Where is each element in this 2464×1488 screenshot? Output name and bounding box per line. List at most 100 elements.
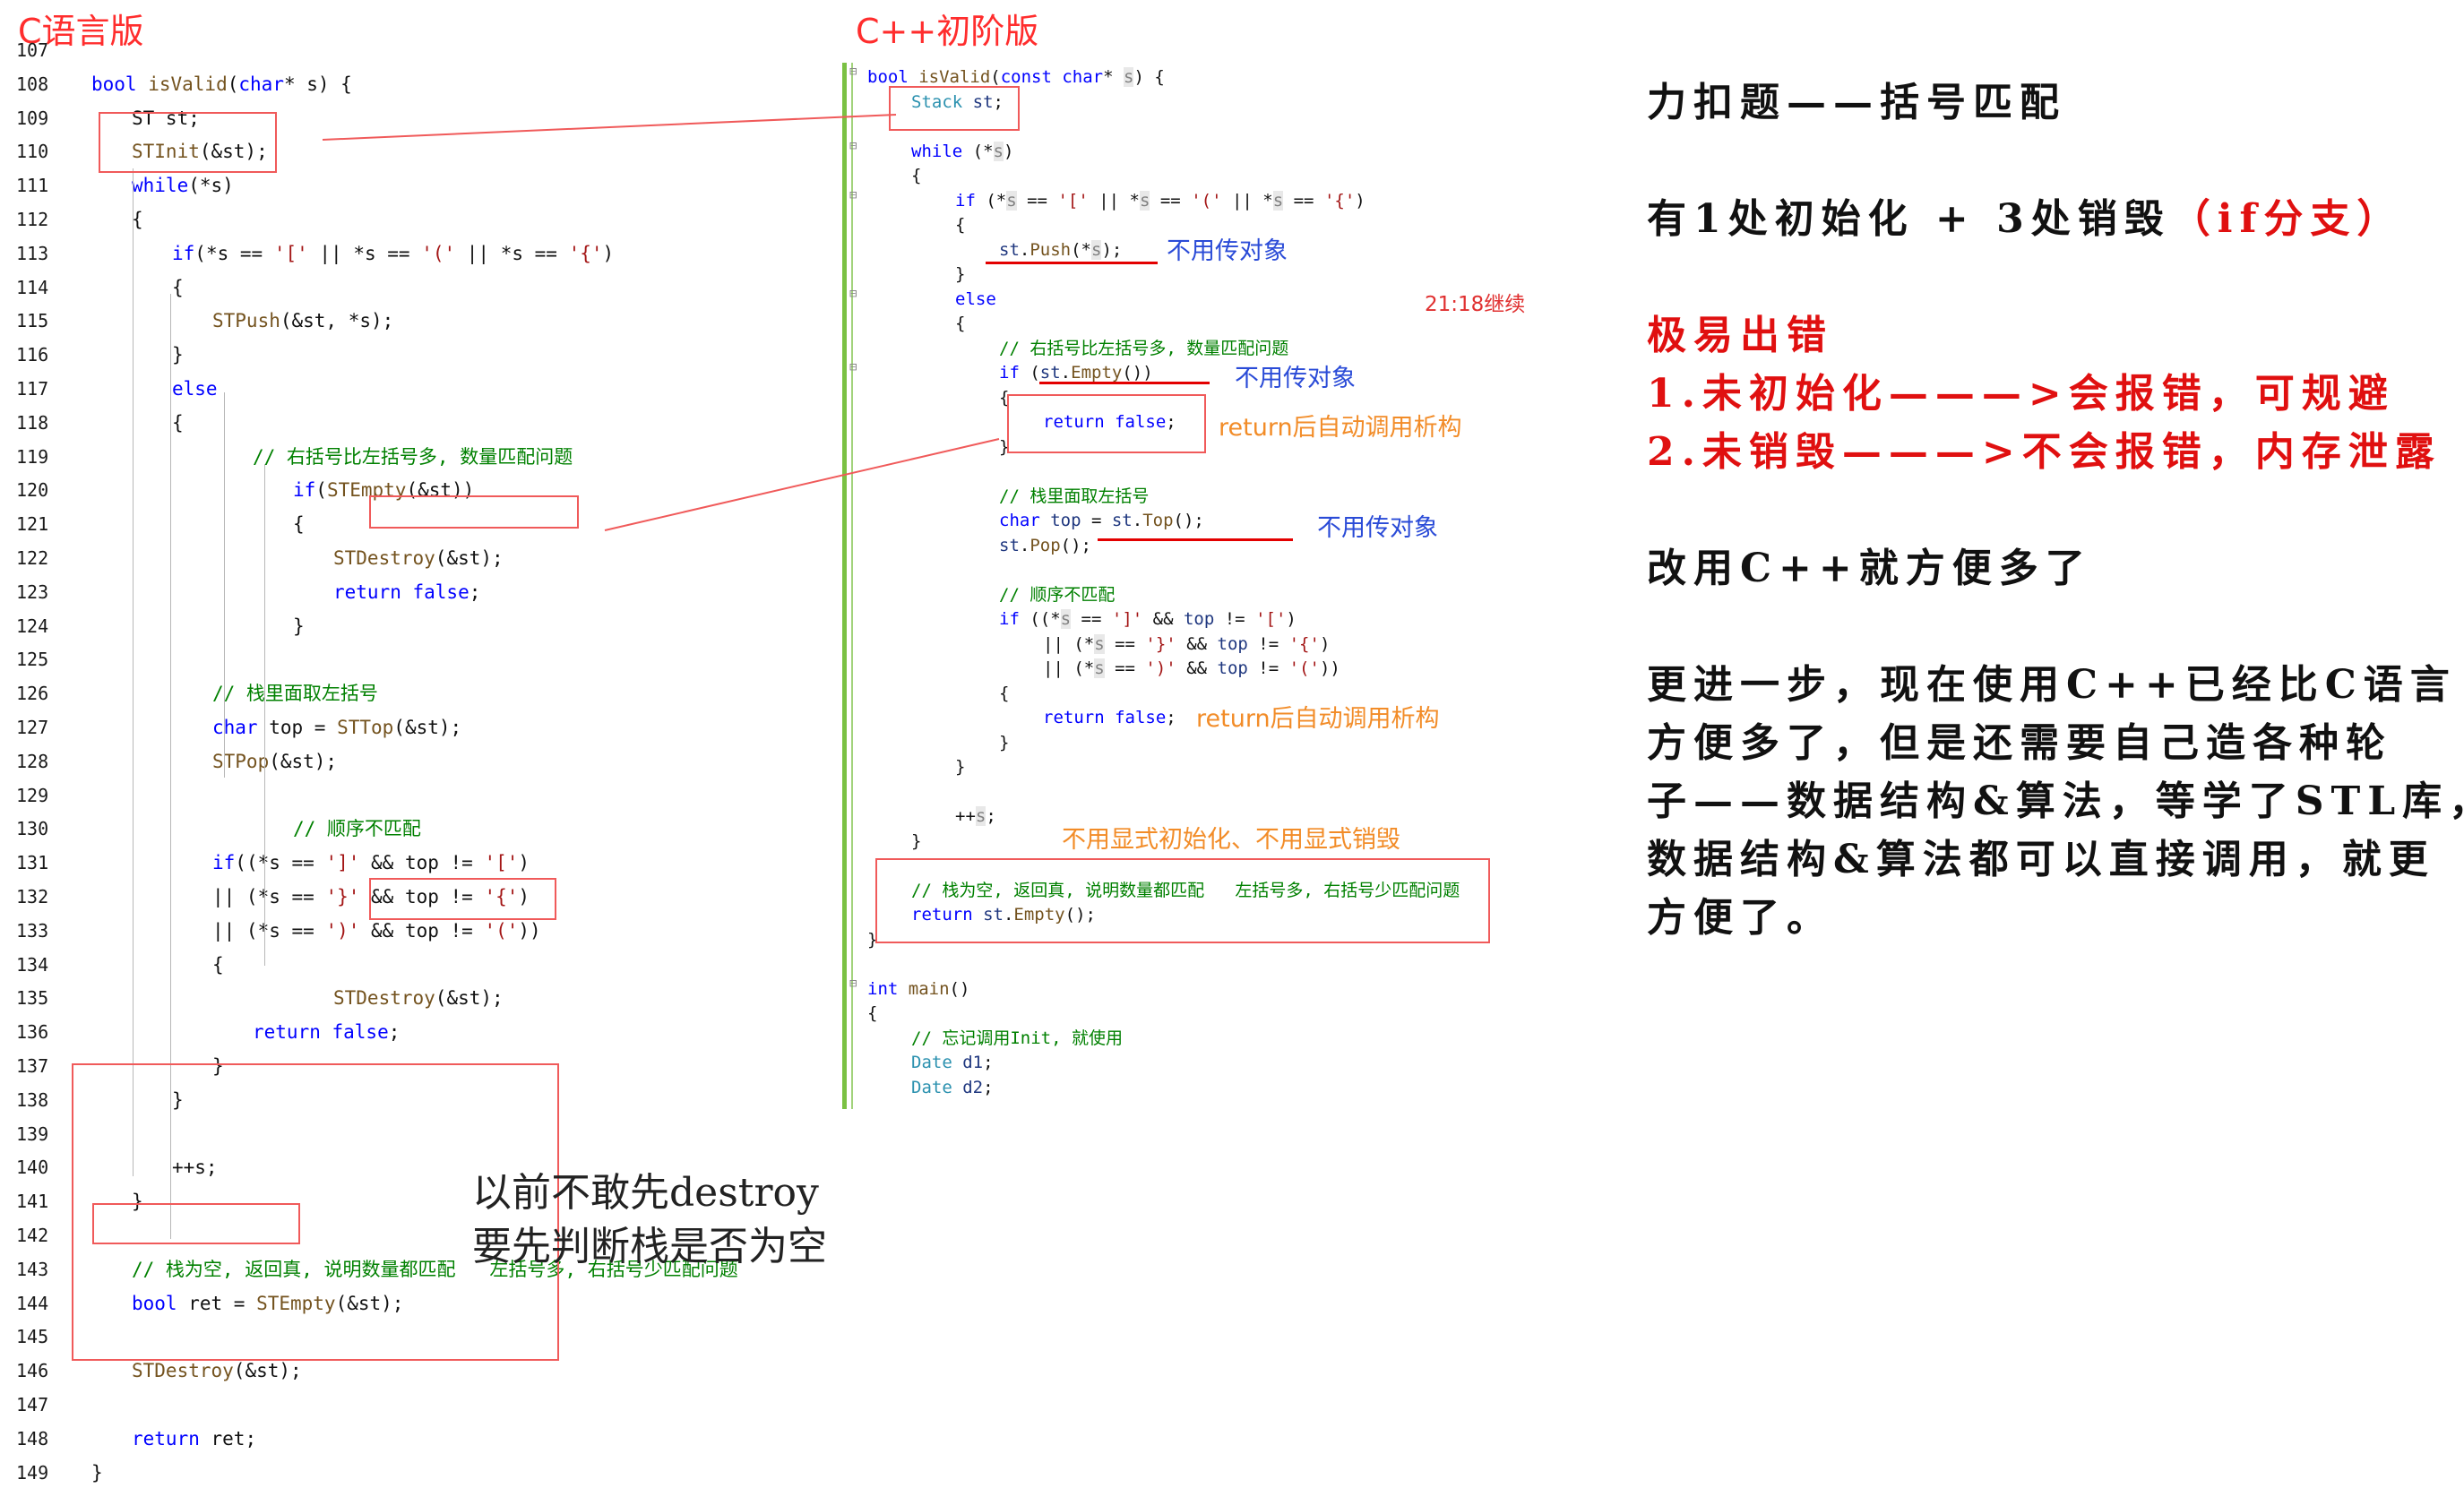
code-line: 145 <box>0 1322 788 1352</box>
line-number: 119 <box>16 445 49 468</box>
code-token: } <box>999 732 1010 753</box>
code-token: ; <box>983 1077 994 1097</box>
fold-toggle-icon[interactable]: ⊟ <box>849 286 857 301</box>
code-text: } <box>212 1052 224 1081</box>
connector-destroy <box>604 438 1000 531</box>
note-title: 力扣题——括号匹配 <box>1647 80 2066 125</box>
note-init-destroy-text: 有1处初始化 + 3处销毁 <box>1647 196 2171 242</box>
code-token: st <box>1039 363 1061 383</box>
code-text: } <box>132 1187 143 1217</box>
code-token: if <box>293 479 316 502</box>
code-token: Empty <box>1071 363 1123 383</box>
code-text: } <box>172 1086 184 1115</box>
line-number: 134 <box>16 953 49 976</box>
code-token: ) <box>1319 633 1331 654</box>
fold-toggle-icon[interactable]: ⊟ <box>849 976 857 991</box>
line-number: 140 <box>16 1157 49 1179</box>
line-number: 128 <box>16 750 49 772</box>
note-no-pass-object-1: 不用传对象 <box>1167 237 1288 265</box>
code-line: 141} <box>0 1187 788 1217</box>
code-token: // 栈为空, 返回真, 说明数量都匹配 左括号多, 右括号少匹配问题 <box>911 880 1460 900</box>
line-number: 124 <box>16 615 49 637</box>
line-number: 112 <box>16 209 49 230</box>
code-token: { <box>293 513 305 536</box>
code-text: if((*s == ']' && top != '[') <box>212 848 530 878</box>
handwritten-note: 以前不敢先destroy 要先判断栈是否为空 <box>472 1166 827 1274</box>
code-token: top <box>1217 633 1248 654</box>
code-token: ; <box>993 91 1004 112</box>
note-error-prone: 极易出错 <box>1647 313 1833 358</box>
code-token: s <box>1272 190 1284 211</box>
code-token: ++ <box>955 806 976 826</box>
destroy-highlight-box-2 <box>369 878 556 920</box>
code-token: return false <box>253 1021 389 1044</box>
code-token: else <box>955 288 996 309</box>
code-token: d2 <box>962 1077 984 1097</box>
code-line: 125 <box>0 645 788 675</box>
change-bar-secondary <box>851 63 853 1109</box>
code-token: != <box>1247 658 1289 678</box>
code-token: } <box>172 1088 184 1111</box>
code-text: bool isValid(char* s) { <box>91 70 352 99</box>
line-number: 125 <box>16 649 49 671</box>
code-token: // 忘记调用Init, 就使用 <box>911 1028 1123 1048</box>
fold-toggle-icon[interactable]: ⊟ <box>849 360 857 374</box>
note-para-line-3: 子——数据结构&算法，等学了STL库， <box>1647 778 2464 824</box>
code-token: // 右括号比左括号多, 数量匹配问题 <box>253 445 573 468</box>
code-token: )) <box>518 919 541 942</box>
code-text: char top = STTop(&st); <box>212 713 461 743</box>
code-token: = <box>1081 511 1112 530</box>
line-number: 143 <box>16 1258 49 1280</box>
code-token: != <box>1214 609 1256 629</box>
code-line: if ((*s == ']' && top != '[') <box>999 607 1297 632</box>
code-token: && top != <box>359 852 485 874</box>
cpp-code-editor: bool isValid(const char* s) {Stack st;wh… <box>842 52 1586 1109</box>
indent-guide <box>264 796 265 966</box>
fold-toggle-icon[interactable]: ⊟ <box>849 65 857 79</box>
code-token: (* <box>1071 239 1091 260</box>
line-number: 139 <box>16 1122 49 1145</box>
code-token: return false <box>1043 708 1167 727</box>
note-point-2: 2.未销毁———>不会报错，内存泄露 <box>1647 429 2442 475</box>
code-token: s <box>975 806 986 826</box>
code-token: } <box>911 830 922 851</box>
code-token: { <box>867 1003 878 1023</box>
push-underline <box>986 262 1158 264</box>
code-line: 140++s; <box>0 1153 788 1183</box>
fold-toggle-icon[interactable]: ⊟ <box>849 187 857 202</box>
indent-guide <box>133 168 134 1176</box>
code-token: s <box>1094 658 1105 678</box>
code-line: // 忘记调用Init, 就使用 <box>911 1027 1123 1052</box>
code-line: 132|| (*s == '}' && top != '{') <box>0 882 788 912</box>
code-token: if <box>999 363 1030 383</box>
code-line: ++s; <box>955 804 996 830</box>
line-number: 127 <box>16 717 49 738</box>
code-token: top <box>1217 658 1248 678</box>
code-token: ']' <box>1111 609 1143 629</box>
code-token: '}' <box>325 886 360 907</box>
code-token: if <box>955 190 986 211</box>
note-para-line-4: 数据结构&算法都可以直接调用，就更 <box>1647 837 2435 882</box>
code-token: int <box>867 978 909 999</box>
code-token: // 顺序不匹配 <box>293 818 421 840</box>
code-token: st <box>999 239 1020 260</box>
code-line: 121{ <box>0 510 788 539</box>
code-line: return st.Empty(); <box>911 903 1096 928</box>
code-line: } <box>999 435 1009 460</box>
fold-toggle-icon[interactable]: ⊟ <box>849 138 857 153</box>
code-token: bool <box>132 1292 189 1314</box>
code-line: } <box>955 262 965 288</box>
line-number: 141 <box>16 1191 49 1213</box>
code-token: (&st); <box>335 1292 404 1314</box>
code-token: ret; <box>211 1427 257 1449</box>
code-token: )) <box>1319 658 1340 678</box>
note-para-line-5: 方便了。 <box>1647 895 1833 941</box>
code-token: STInit <box>132 141 200 163</box>
code-token: // 栈里面取左括号 <box>212 683 378 705</box>
code-token: const char <box>1000 67 1104 87</box>
